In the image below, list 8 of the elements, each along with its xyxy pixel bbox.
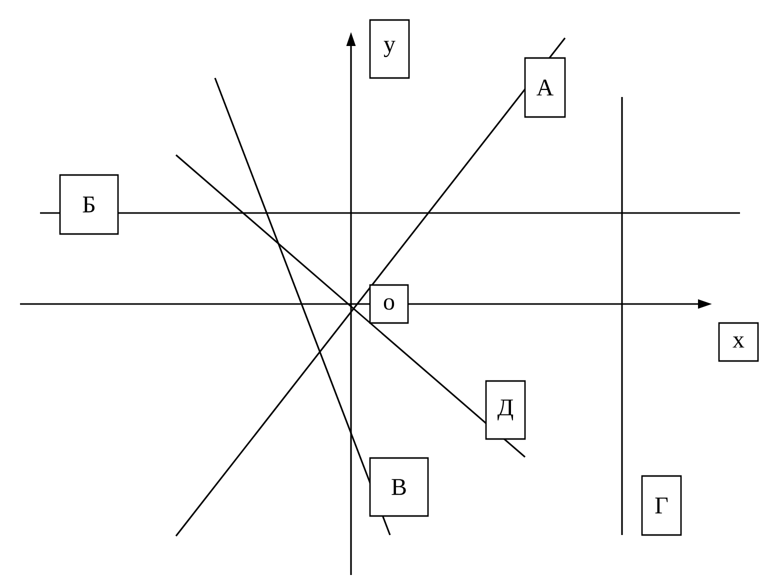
label-box: Г [641,475,682,536]
label-box: Д [485,380,526,440]
label-box: Б [59,174,119,235]
label-box: В [369,457,429,517]
label-box: у [369,19,410,79]
label-box: А [524,57,566,118]
label-box: о [369,284,409,324]
label-box: х [718,322,759,362]
